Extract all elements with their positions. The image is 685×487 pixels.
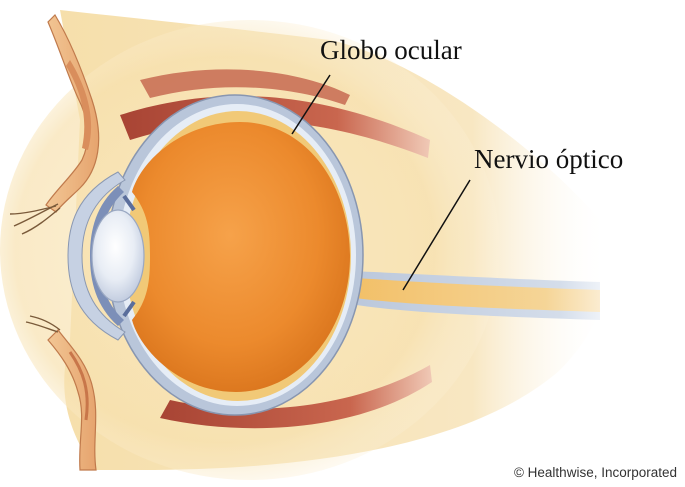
eyeball-label: Globo ocular: [320, 37, 462, 64]
eyeball: [107, 95, 363, 415]
copyright-credit: © Healthwise, Incorporated: [514, 465, 677, 480]
optic-nerve-label: Nervio óptico: [474, 146, 623, 173]
